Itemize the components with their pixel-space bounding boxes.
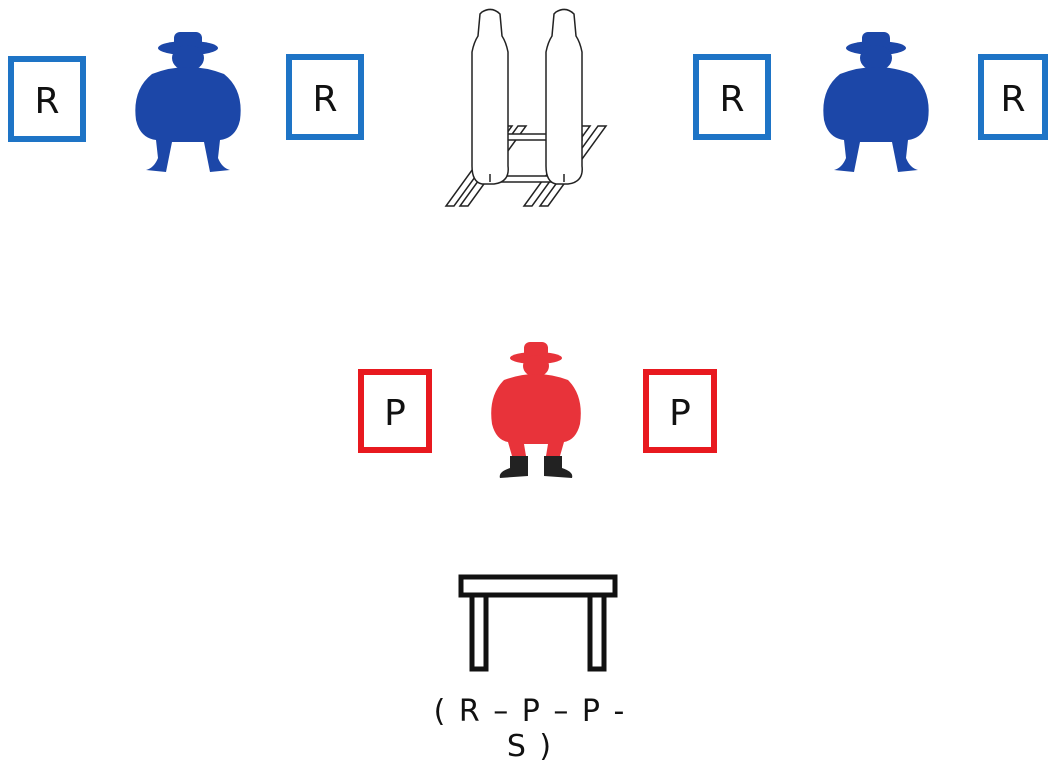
rifle-target-box-4: R [978,54,1048,140]
pistol-target-box-1: P [358,369,432,453]
cowboy-target-icon [823,32,929,172]
rifle-target-label-2: R [312,79,338,120]
rifle-target-label-1: R [34,81,60,122]
cowboy-target-icon [491,342,581,478]
rifle-target-label-3: R [719,79,745,120]
pistol-target-box-2: P [643,369,717,453]
rifle-target-box-2: R [286,54,364,140]
table-icon [458,574,618,672]
stage-sequence-caption: ( R – P – P - S ) [433,694,627,764]
rifle-target-label-4: R [1000,79,1026,120]
pistol-target-label-2: P [669,393,691,434]
pistol-target-label-1: P [384,393,406,434]
cowboy-target-icon [135,32,241,172]
rifle-target-box-3: R [693,54,771,140]
rifle-target-box-1: R [8,56,86,142]
popper-target-icon [444,8,608,207]
